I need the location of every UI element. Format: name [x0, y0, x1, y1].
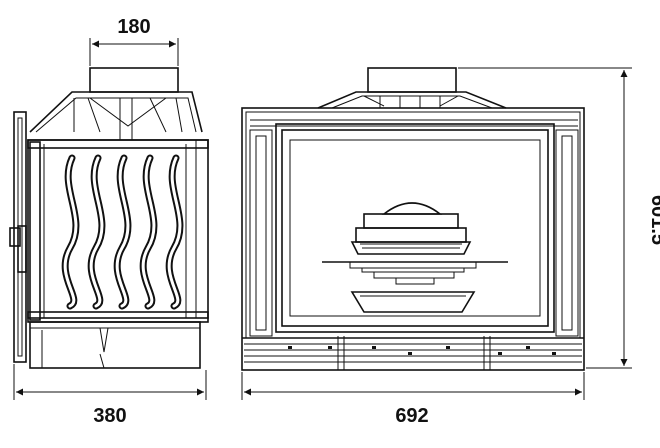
dim-label-180: 180: [117, 16, 150, 38]
dim-label-601-5: 601.5: [647, 195, 660, 245]
dimension-692: 692: [241, 372, 585, 427]
dim-label-692: 692: [395, 405, 428, 427]
burner-assembly: [322, 202, 508, 313]
dimension-380: 380: [13, 364, 207, 427]
front-view: 692 601.5: [241, 67, 660, 427]
dimension-601-5: 601.5: [458, 67, 660, 369]
side-view: 180 380: [9, 16, 209, 427]
dim-label-380: 380: [93, 405, 126, 427]
heat-tubes: [61, 154, 184, 310]
bottom-grille: [242, 336, 584, 370]
dimension-180: 180: [89, 16, 179, 66]
